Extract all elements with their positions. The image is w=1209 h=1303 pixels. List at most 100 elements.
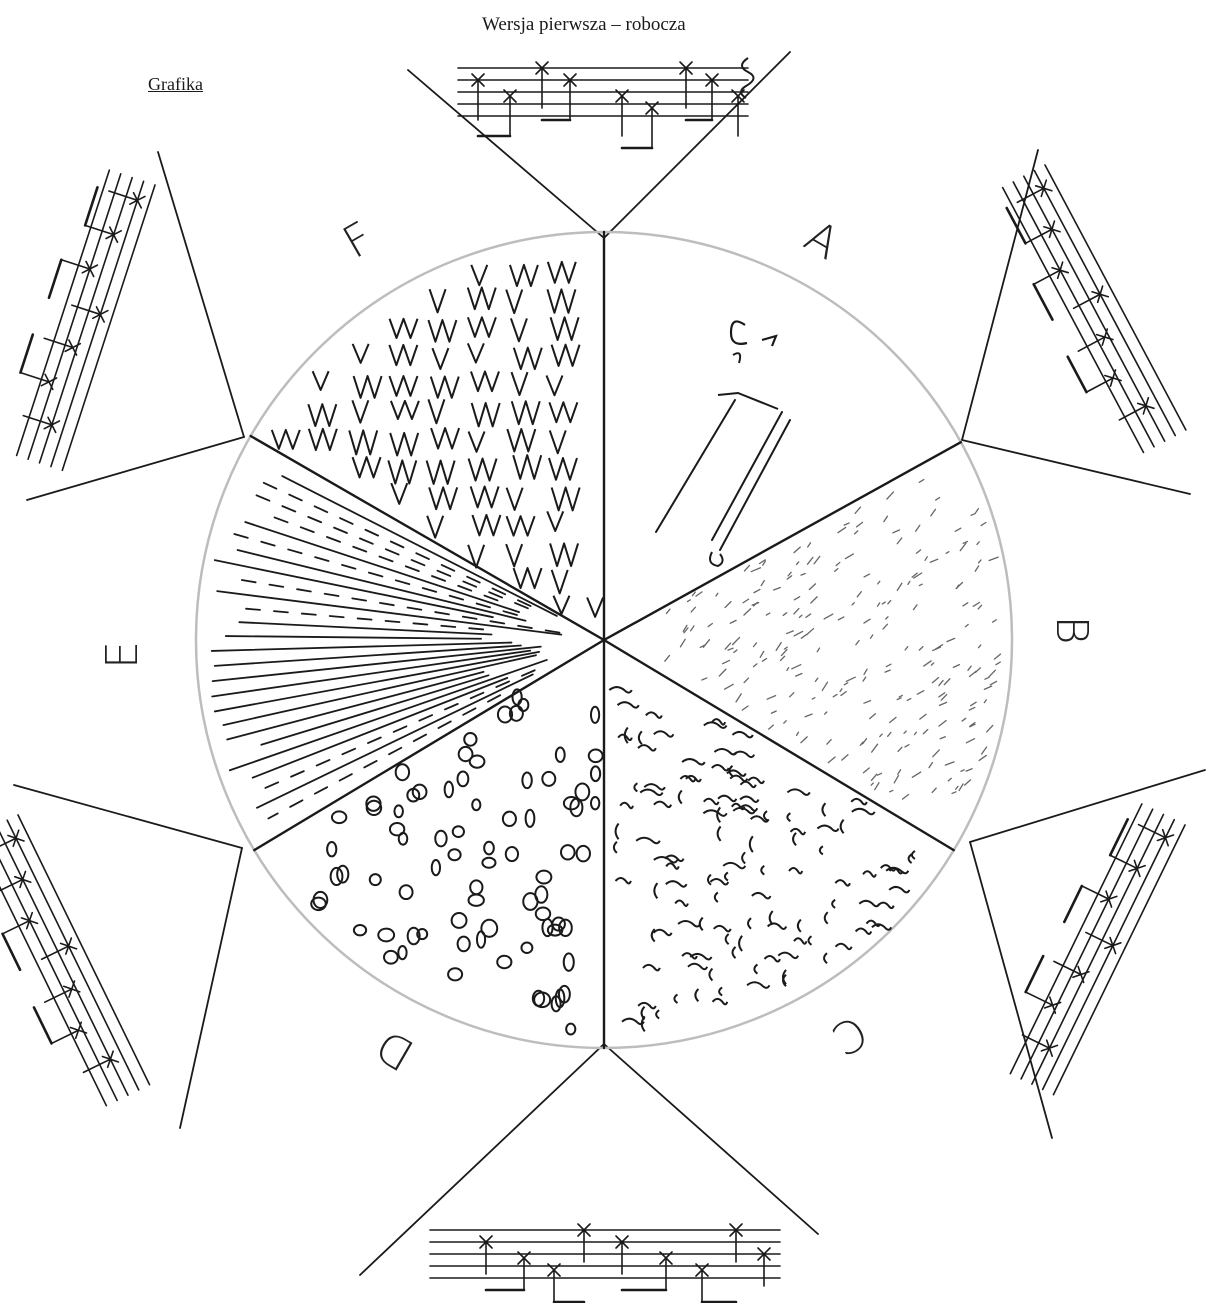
frame-line — [962, 150, 1038, 440]
dot-mark — [703, 640, 709, 648]
ray-dash — [369, 573, 382, 577]
ray-dash — [317, 760, 330, 766]
zigzag-mark — [587, 598, 603, 617]
ray-dash — [438, 721, 450, 728]
loop-mark — [561, 845, 575, 859]
squiggle-mark — [695, 989, 698, 1001]
dot-mark — [784, 721, 786, 724]
ray-dash — [416, 553, 429, 559]
squiggle-mark — [678, 921, 700, 927]
loop-mark — [526, 810, 535, 827]
dot-mark — [774, 588, 781, 590]
zigzag-mark — [391, 401, 419, 419]
loop-mark — [370, 874, 381, 885]
dot-mark — [888, 732, 891, 736]
dot-mark — [766, 613, 769, 615]
ray-line — [213, 647, 541, 681]
loop-mark — [482, 858, 495, 868]
loop-mark — [453, 826, 464, 837]
ray-dash — [330, 616, 344, 617]
squiggle-mark — [761, 866, 764, 875]
dot-mark — [885, 670, 890, 672]
ray-line — [238, 550, 526, 621]
dot-mark — [953, 665, 959, 668]
squiggle-mark — [798, 920, 801, 932]
ray-dash — [342, 565, 355, 569]
loop-mark — [481, 920, 497, 937]
ray-dash — [458, 586, 471, 591]
squiggle-mark — [654, 731, 673, 737]
squiggle-mark — [708, 875, 711, 885]
note-stem — [1086, 378, 1112, 392]
squiggle-mark — [725, 872, 728, 880]
ray-dash — [308, 517, 321, 522]
staff-upper-left — [0, 163, 155, 470]
squiggle-mark — [752, 893, 771, 899]
dot-mark — [923, 730, 927, 734]
dot-mark — [878, 581, 880, 584]
squiggle-mark — [709, 969, 712, 981]
dot-mark — [977, 542, 979, 545]
squiggle-mark — [719, 987, 722, 995]
dot-mark — [809, 584, 815, 590]
zigzag-mark — [469, 432, 485, 452]
dot-mark — [864, 619, 870, 623]
mark-a — [718, 393, 778, 409]
squiggle-mark — [675, 900, 688, 906]
dot-mark — [897, 538, 901, 544]
dot-mark — [796, 674, 802, 677]
zigzag-mark — [468, 343, 484, 362]
dot-mark — [814, 556, 820, 563]
ray-dash — [391, 541, 404, 547]
dot-mark — [844, 683, 848, 685]
staff-fragments — [0, 58, 1186, 1302]
squiggle-mark — [754, 964, 757, 973]
dot-mark — [993, 620, 997, 622]
dot-mark — [981, 523, 986, 526]
note-stem — [1082, 886, 1109, 899]
ray-dash — [269, 585, 283, 587]
squiggle-mark — [656, 1010, 659, 1018]
zigzag-mark — [469, 459, 497, 481]
ray-dash — [389, 748, 401, 755]
squiggle-mark — [808, 936, 811, 945]
zigzag-mark — [309, 429, 337, 450]
staff-lower-left — [0, 815, 150, 1115]
zigzag-mark — [390, 433, 418, 456]
dot-mark — [863, 677, 866, 681]
ray-dash — [290, 800, 302, 807]
dot-mark — [905, 647, 908, 650]
ray-dash — [327, 537, 340, 542]
squiggle-mark — [824, 953, 827, 963]
dot-mark — [939, 721, 946, 727]
dot-mark — [696, 592, 702, 596]
ray-dash — [442, 565, 455, 571]
loop-mark — [575, 783, 589, 800]
dot-mark — [966, 769, 972, 771]
zigzag-mark — [349, 430, 377, 454]
dot-mark — [884, 516, 888, 521]
squiggle-mark — [620, 803, 633, 809]
zigzag-mark — [548, 262, 576, 283]
squiggle-mark — [733, 947, 736, 958]
squiggle-mark — [713, 999, 728, 1005]
loop-mark — [521, 943, 532, 953]
dot-mark — [979, 755, 986, 760]
dot-mark — [871, 783, 873, 785]
squiggle-mark — [770, 911, 773, 925]
dot-mark — [806, 614, 811, 617]
dot-mark — [817, 648, 819, 652]
dot-mark — [945, 762, 954, 765]
ray-dash — [394, 726, 407, 732]
staff-line — [1043, 820, 1175, 1090]
ray-dash — [471, 693, 484, 699]
squiggle-mark — [832, 900, 835, 908]
squiggle-mark — [793, 833, 796, 846]
ray-dash — [463, 581, 476, 586]
squiggle-mark — [863, 871, 876, 877]
dot-mark — [742, 706, 748, 710]
zigzag-mark — [389, 376, 417, 396]
ray-dash — [484, 596, 497, 601]
frame-line — [180, 848, 242, 1128]
staff-line — [1032, 814, 1164, 1084]
